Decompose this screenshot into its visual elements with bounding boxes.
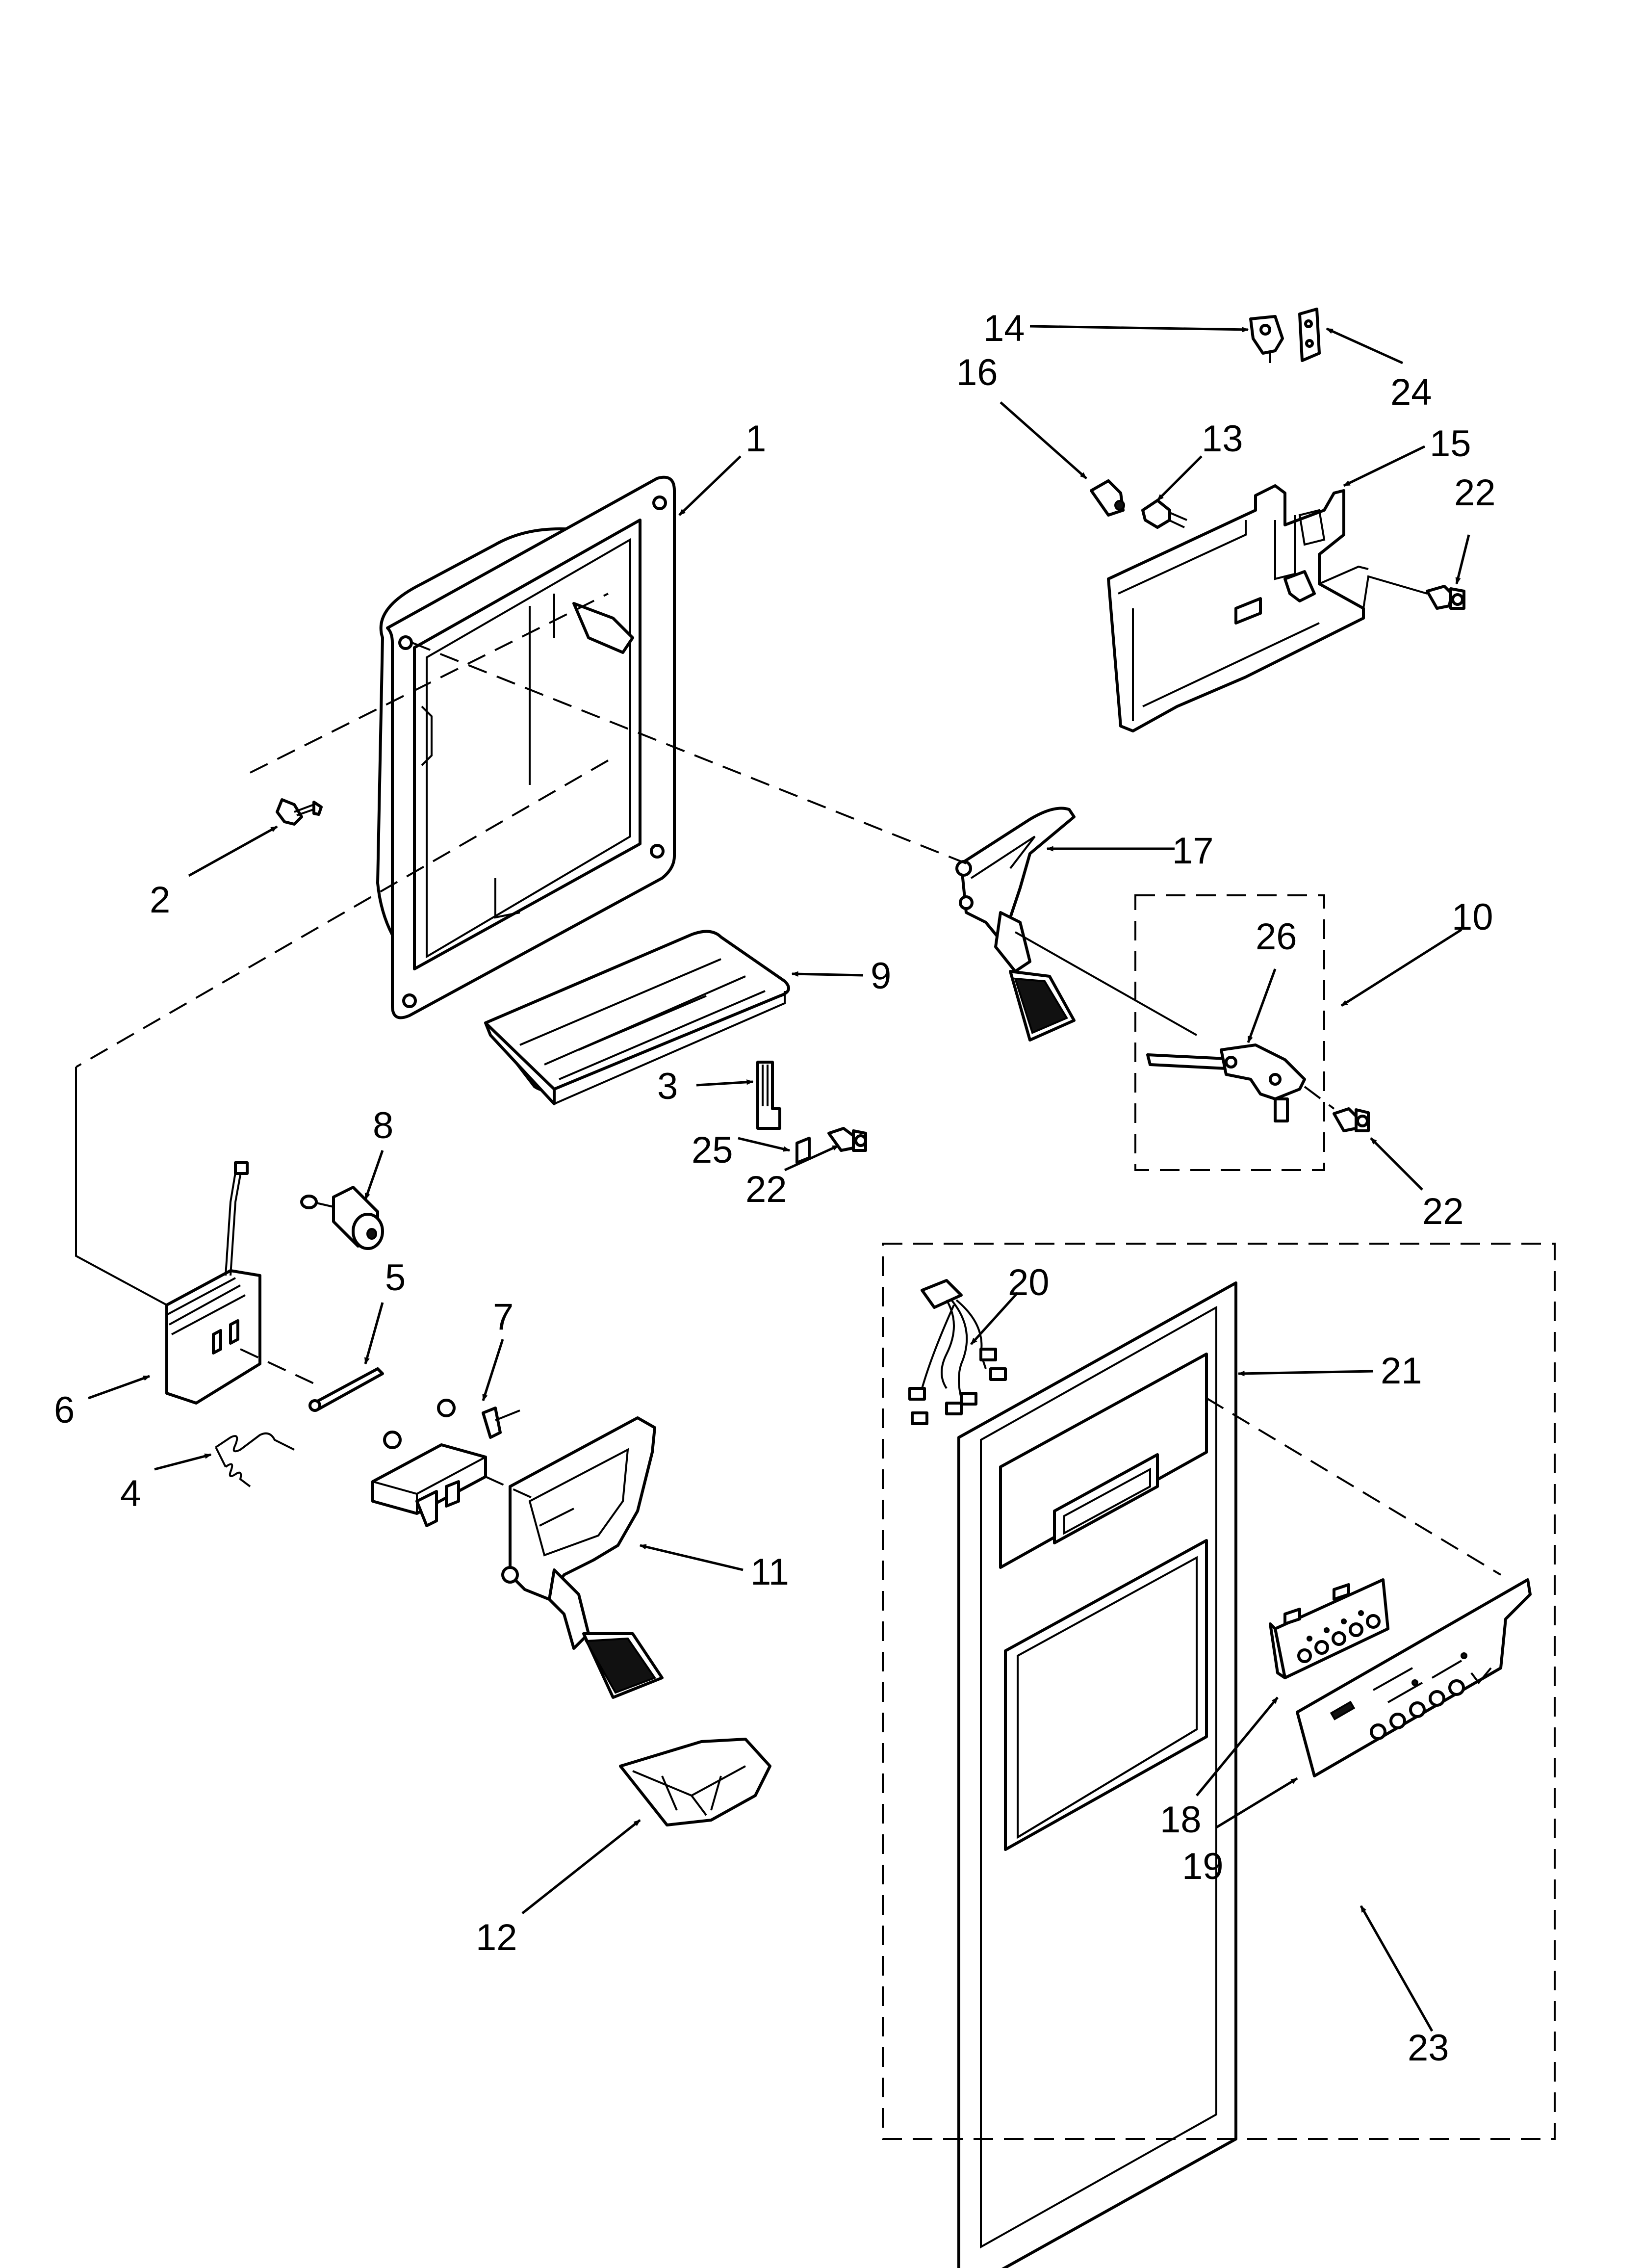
callout-23: 23 (1408, 2027, 1449, 2069)
cap-16-part (1090, 479, 1125, 517)
water-lever-arm-17-part (955, 807, 1076, 1042)
screw-2-part (276, 798, 323, 826)
callout-25: 25 (692, 1129, 733, 1171)
callout-26: 26 (1256, 916, 1297, 958)
housing-15-part (1107, 484, 1369, 732)
wire-harness-20-part (908, 1279, 1007, 1425)
connection-lines (75, 575, 1502, 1576)
bracket-7-part (371, 1399, 520, 1527)
drip-tray-part (484, 930, 790, 1105)
screw-22a-part (1426, 585, 1465, 610)
screw-22b-part (1333, 1107, 1370, 1132)
ice-chute-12-part (619, 1738, 771, 1826)
damper-8-part (300, 1186, 384, 1250)
ice-lever-arm-11-part (501, 1416, 664, 1699)
callout-4: 4 (120, 1473, 141, 1514)
pin-5-part (308, 1367, 384, 1412)
callout-9: 9 (871, 955, 891, 997)
microswitch-14-part (1249, 315, 1284, 363)
callout-5: 5 (385, 1257, 406, 1299)
callout-18: 18 (1160, 1799, 1202, 1841)
bracket-rod-26-part (1146, 1043, 1306, 1122)
control-board-18-part (1269, 1578, 1389, 1679)
motor-module-6-part (165, 1161, 261, 1405)
insulator-24-part (1298, 308, 1321, 362)
callout-19: 19 (1182, 1846, 1224, 1887)
callout-1: 1 (745, 418, 766, 460)
callout-3: 3 (657, 1066, 678, 1107)
assembly-10-group-box (1134, 894, 1325, 1171)
callout-6: 6 (54, 1389, 75, 1431)
control-overlay-19-part (1296, 1578, 1532, 1777)
callout-15: 15 (1430, 423, 1471, 465)
callout-14: 14 (983, 308, 1025, 349)
callout-20: 20 (1008, 1262, 1050, 1303)
switch-13-part (1141, 499, 1187, 529)
callout-16: 16 (956, 352, 998, 393)
callout-13: 13 (1202, 418, 1243, 460)
callout-24: 24 (1390, 371, 1432, 413)
callout-17: 17 (1172, 830, 1214, 872)
callout-12: 12 (476, 1917, 517, 1958)
callout-labels: 1 2 3 4 5 6 7 8 9 10 11 12 13 14 15 16 1… (54, 308, 1496, 2069)
callout-2: 2 (150, 879, 170, 921)
spring-clip-3-part (756, 1061, 781, 1130)
screw-22c-part (827, 1127, 867, 1152)
callout-7: 7 (493, 1296, 513, 1338)
dispenser-housing-part (376, 475, 676, 1019)
callout-11: 11 (750, 1551, 789, 1593)
callout-22-a: 22 (1454, 472, 1496, 514)
callout-10: 10 (1452, 896, 1493, 938)
callout-22-c: 22 (745, 1169, 787, 1210)
dispenser-panel-21-part (957, 1281, 1237, 2268)
leader-lines (88, 325, 1470, 2032)
callout-8: 8 (373, 1105, 393, 1147)
callout-22-b: 22 (1422, 1191, 1464, 1232)
assembly-23-group-box (882, 1243, 1556, 2140)
spring-4-part (215, 1432, 295, 1487)
callout-21: 21 (1381, 1350, 1422, 1392)
